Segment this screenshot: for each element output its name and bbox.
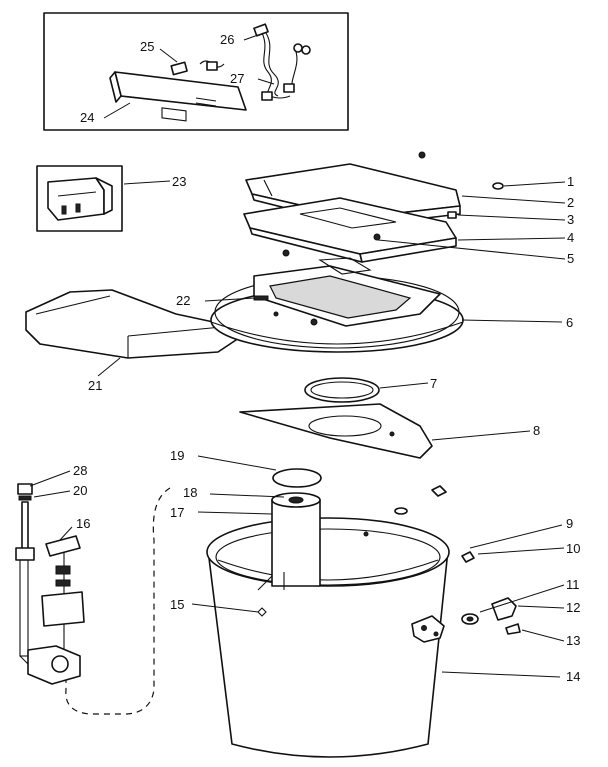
brine-well-tube [257,492,321,591]
leader-15 [191,603,259,613]
leader-5 [377,239,566,260]
connector-plug [170,60,225,76]
callout-10: 10 [566,541,580,556]
callout-8: 8 [533,423,540,438]
leader-24 [103,102,131,119]
callout-5: 5 [567,251,574,266]
clip [253,295,269,301]
salt-lid [25,289,237,359]
callout-3: 3 [567,212,574,227]
leader-1 [503,181,566,187]
callout-9: 9 [566,516,573,531]
callout-2: 2 [567,195,574,210]
callout-26: 26 [220,32,234,47]
callout-27: 27 [230,71,244,86]
assembly-indicator-line [65,487,171,715]
leader-20 [33,490,71,498]
base-plate [210,257,464,353]
leader-6 [461,319,563,323]
callout-6: 6 [566,315,573,330]
leader-26 [243,34,259,41]
callout-20: 20 [73,483,87,498]
callout-19: 19 [170,448,184,463]
controller-inset: 25 26 27 24 [43,12,349,131]
leader-4 [457,237,566,241]
callout-4: 4 [567,230,574,245]
leader-28 [29,470,71,487]
leader-9 [469,524,563,549]
leader-22 [204,297,256,302]
leader-16 [59,526,73,541]
leader-23 [123,180,171,185]
controller-housing [109,71,247,122]
callout-28: 28 [73,463,87,478]
leader-2 [461,195,566,204]
callout-11: 11 [566,577,580,592]
leader-25 [159,48,178,63]
callout-22: 22 [176,293,190,308]
callout-16: 16 [76,516,90,531]
callout-17: 17 [170,505,184,520]
leader-17 [197,511,273,515]
leader-27 [257,78,275,85]
callout-1: 1 [567,174,574,189]
callout-21: 21 [88,378,102,393]
callout-13: 13 [566,633,580,648]
leader-12 [517,605,565,609]
transformer-box [36,165,123,232]
leader-21 [97,357,121,377]
leader-14 [441,671,561,678]
hardware-small-parts [394,485,521,635]
callout-23: 23 [172,174,186,189]
leader-18 [209,493,285,498]
leader-3 [457,214,566,221]
mounting-plate [239,403,433,459]
small-fasteners [447,182,504,219]
o-ring [304,377,380,403]
inset-frame [43,12,349,131]
callout-18: 18 [183,485,197,500]
leader-11 [479,584,565,613]
callout-24: 24 [80,110,94,125]
callout-7: 7 [430,376,437,391]
callout-25: 25 [140,39,154,54]
wiring-harness [253,23,311,101]
leader-8 [431,430,531,441]
callout-14: 14 [566,669,580,684]
callout-15: 15 [170,597,184,612]
leader-13 [521,629,565,642]
callout-12: 12 [566,600,580,615]
tube-cap [272,468,322,488]
brine-tank [206,517,450,758]
brine-valve-assembly [15,483,85,685]
leader-10 [477,547,565,555]
leader-19 [197,455,277,471]
cover-tray [243,197,457,263]
leader-7 [379,382,429,389]
